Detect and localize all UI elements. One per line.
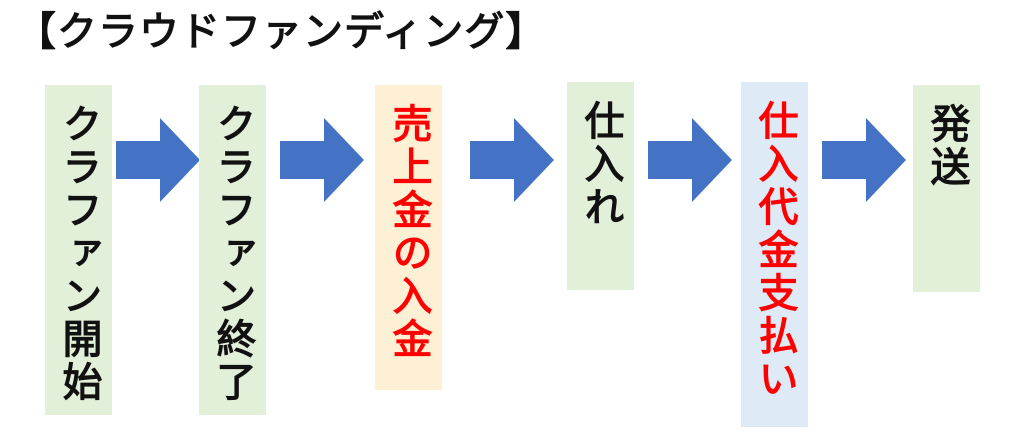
step-label: 仕入れ bbox=[577, 100, 624, 229]
diagram-title: 【クラウドファンディング】 bbox=[16, 9, 547, 55]
step-box-sales-deposit: 売上金の入金 bbox=[375, 85, 442, 390]
step-label: クラファン終了 bbox=[209, 103, 256, 404]
step-box-shipping: 発送 bbox=[913, 85, 980, 292]
step-box-purchasing: 仕入れ bbox=[567, 82, 634, 290]
right-arrow-icon bbox=[280, 118, 364, 202]
right-arrow-icon bbox=[648, 118, 732, 202]
right-arrow-icon bbox=[116, 118, 200, 202]
step-box-purchase-payment: 仕入代金支払い bbox=[741, 82, 808, 427]
step-label: 売上金の入金 bbox=[385, 103, 432, 361]
step-label: クラファン開始 bbox=[55, 103, 102, 404]
step-label: 仕入代金支払い bbox=[751, 100, 798, 401]
step-box-crowdfunding-end: クラファン終了 bbox=[199, 85, 266, 415]
right-arrow-icon bbox=[822, 118, 906, 202]
step-label: 発送 bbox=[923, 103, 970, 189]
step-box-crowdfunding-start: クラファン開始 bbox=[45, 85, 112, 415]
right-arrow-icon bbox=[470, 118, 554, 202]
